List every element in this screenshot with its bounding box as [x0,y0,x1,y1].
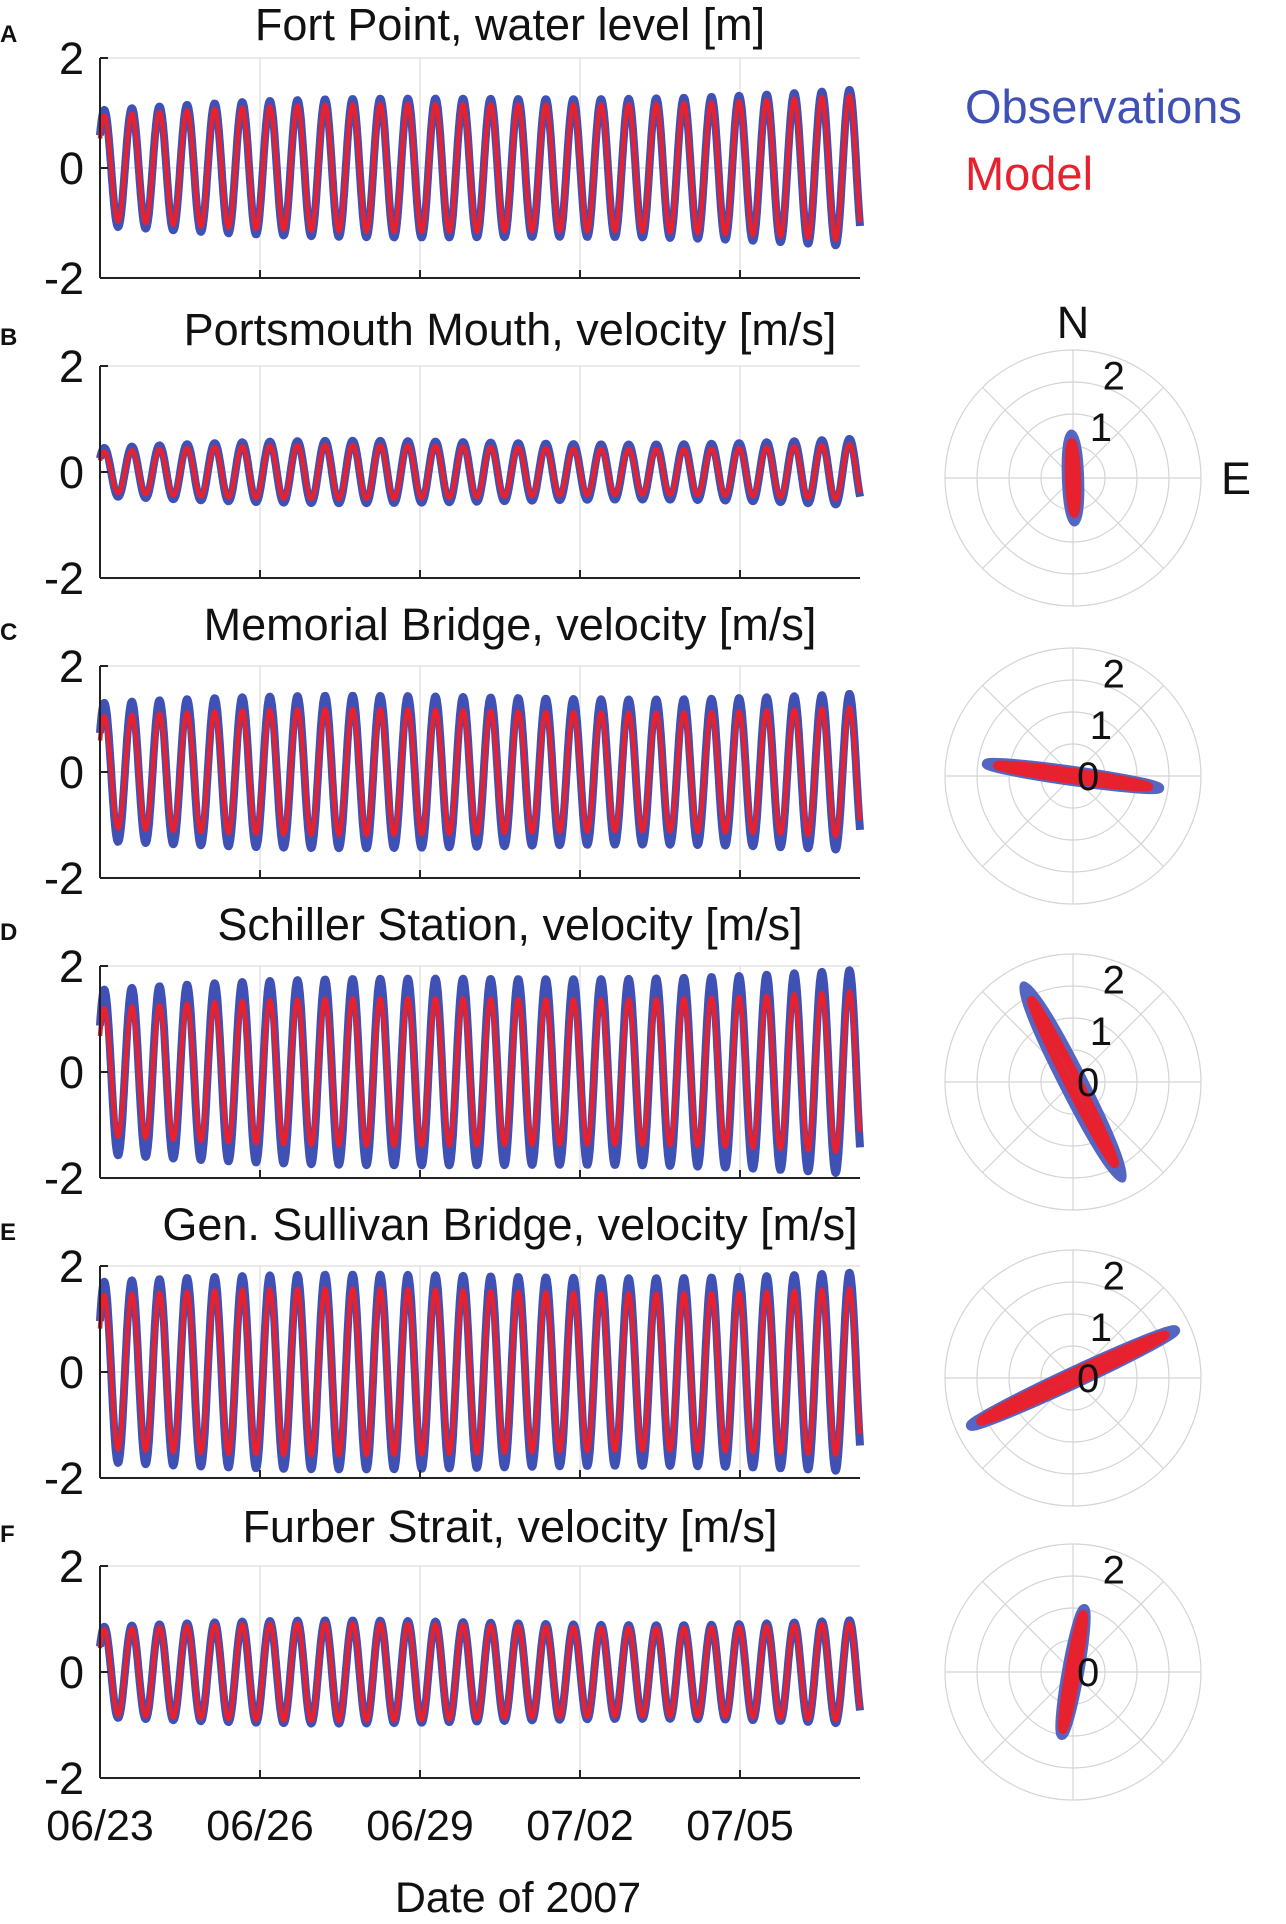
y-tick-label: -2 [44,553,84,604]
y-tick-label: -2 [44,1453,84,1504]
panel-title: Gen. Sullivan Bridge, velocity [m/s] [162,1199,857,1250]
y-tick-label: -2 [44,853,84,904]
series-model [97,441,863,502]
polar-r-label: 0 [1077,755,1099,799]
polar-model [1064,438,1082,518]
x-tick-label: 07/05 [686,1802,794,1850]
polar-r-label: 1 [1090,1306,1112,1350]
polar-r-label: 2 [1103,959,1125,1003]
polar-plot: 0 1 2 [944,953,1202,1211]
series-model [97,1620,863,1724]
panel-label: D [0,919,17,946]
polar-spoke [1072,1581,1164,1673]
x-tick-label: 07/02 [526,1802,634,1850]
polar-r-label: 1 [1090,704,1112,748]
polar-plot: 0 1 2 [944,1249,1202,1507]
y-tick-label: 2 [59,33,84,84]
panel-label: B [0,324,17,351]
y-tick-label: 2 [59,1541,84,1592]
y-tick-label: 0 [59,447,84,498]
polar-spoke [982,775,1074,867]
polar-spoke [1072,387,1164,479]
panel-title: Portsmouth Mouth, velocity [m/s] [184,304,837,355]
x-tick-label: 06/29 [366,1802,474,1850]
y-tick-label: 2 [59,341,84,392]
y-tick-label: 2 [59,941,84,992]
panel-D: D Schiller Station, velocity [m/s] 2 0 -2 0 1 2 [0,899,1202,1211]
y-tick-label: -2 [44,1153,84,1204]
y-tick-label: 0 [59,1647,84,1698]
polar-spoke [1072,477,1164,569]
polar-spoke [982,1287,1074,1379]
polar-plot: 1 2N E [944,297,1251,607]
legend-model: Model [965,147,1093,200]
polar-spoke [1072,1377,1164,1469]
polar-r-label: 0 [1077,1651,1099,1695]
panel-label: A [0,21,17,48]
y-tick-label: -2 [44,1753,84,1804]
polar-plot: 02 [944,1543,1202,1801]
polar-spoke [982,477,1074,569]
polar-r-label: 0 [1077,1357,1099,1401]
polar-r-label: 2 [1103,1255,1125,1299]
panel-title: Memorial Bridge, velocity [m/s] [204,599,817,650]
series-model [97,704,863,839]
polar-spoke [982,1581,1074,1673]
polar-model [992,760,1154,792]
polar-r-label: 1 [1090,406,1112,450]
y-tick-label: 0 [59,143,84,194]
panel-label: C [0,619,17,646]
panel-E: E Gen. Sullivan Bridge, velocity [m/s] 2 0 -… [0,1199,1202,1507]
y-tick-label: 0 [59,1347,84,1398]
polar-model [976,1330,1170,1426]
x-tick-label: 06/23 [46,1802,154,1850]
x-tick-label: 06/26 [206,1802,314,1850]
series-model [97,989,863,1155]
polar-r-label: 2 [1103,653,1125,697]
series-model [97,93,863,243]
polar-r-label: 2 [1103,1549,1125,1593]
y-tick-label: 2 [59,641,84,692]
panel-C: C Memorial Bridge, velocity [m/s] 2 0 -2 0 1 2 [0,599,1202,905]
legend-observations: Observations [965,80,1242,133]
polar-spoke [982,685,1074,777]
polar-spoke [1072,685,1164,777]
legend: Observations Model [965,80,1242,200]
polar-spoke [982,387,1074,479]
panel-label: F [0,1521,15,1548]
panel-F: F Furber Strait, velocity [m/s] 2 0 -206/23 0… [0,1501,1202,1850]
panel-title: Schiller Station, velocity [m/s] [217,899,802,950]
polar-spoke [1072,775,1164,867]
y-tick-label: -2 [44,253,84,304]
polar-north-label: N [1057,297,1090,348]
y-tick-label: 2 [59,1241,84,1292]
polar-r-label: 1 [1090,1010,1112,1054]
x-axis-label: Date of 2007 [395,1874,641,1922]
y-tick-label: 0 [59,747,84,798]
polar-r-label: 2 [1103,355,1125,399]
panel-A: A Fort Point, water level [m] 2 0 -2 [0,0,864,304]
y-tick-label: 0 [59,1047,84,1098]
polar-spoke [982,1081,1074,1173]
panel-title: Fort Point, water level [m] [255,0,765,50]
panel-title: Furber Strait, velocity [m/s] [242,1501,777,1552]
panel-label: E [0,1219,16,1246]
polar-spoke [982,1671,1074,1763]
polar-model [1026,995,1120,1169]
polar-r-label: 0 [1077,1061,1099,1105]
series-model [97,1286,863,1458]
polar-model [1058,1610,1088,1734]
polar-spoke [1072,1671,1164,1763]
polar-east-label: E [1221,453,1251,504]
polar-spoke [1072,991,1164,1083]
polar-plot: 0 1 2 [944,647,1202,905]
